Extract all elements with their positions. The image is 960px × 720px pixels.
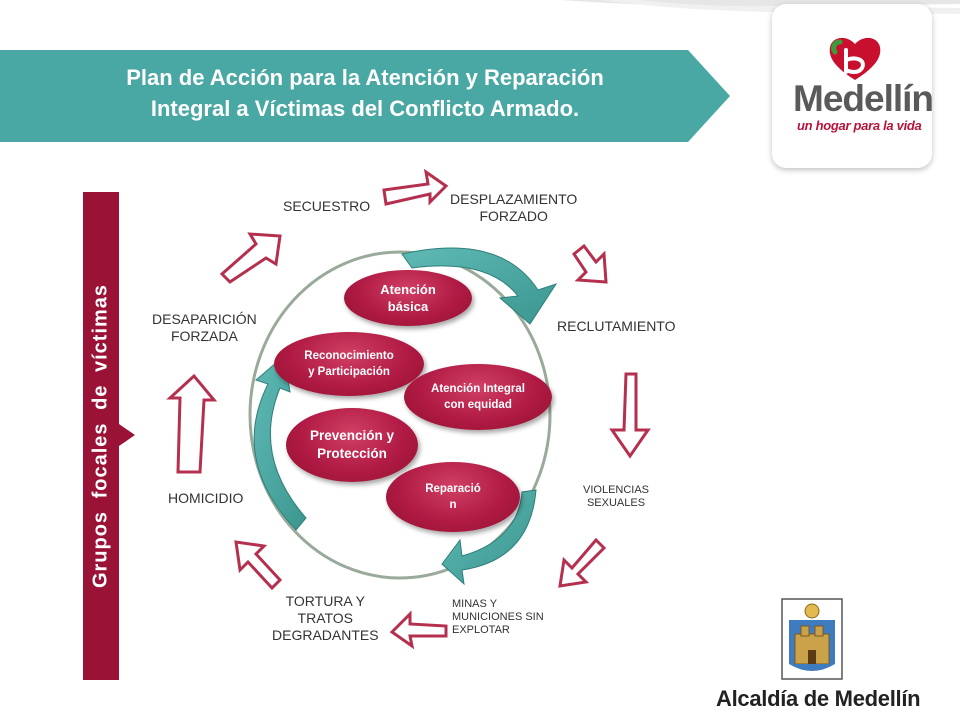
pill-text: Prevención y Protección (310, 427, 394, 463)
pill-atencion-integral: Atención Integral con equidad (404, 364, 552, 430)
pill-reconocimiento: Reconocimiento y Participación (274, 332, 424, 396)
node-line: FORZADA (170, 328, 238, 344)
pill-line: Reparació (425, 483, 481, 495)
node-line: TRATOS (297, 610, 354, 626)
pill-line: básica (387, 299, 429, 314)
node-line: VIOLENCIAS (583, 484, 650, 496)
alcaldia-label: Alcaldía de Medellín (716, 686, 921, 711)
page-title: Plan de Acción para la Atención y Repara… (20, 62, 710, 124)
node-secuestro: SECUESTRO (283, 198, 370, 215)
logo-wordmark: Medellín (793, 78, 934, 119)
cycle-arrow-5 (389, 610, 448, 650)
cycle-arrow-6 (234, 540, 283, 591)
pill-text: Reconocimiento y Participación (304, 348, 393, 380)
medellin-logo-card (772, 4, 932, 168)
pill-line: Atención (380, 282, 436, 297)
node-line: DESPLAZAMIENTO (450, 191, 578, 207)
pill-line: Protección (317, 446, 387, 461)
pill-line: n (449, 499, 457, 511)
node-line: MUNICIONES SIN (452, 611, 544, 623)
medellin-heart-logo-icon (829, 37, 881, 80)
title-line-2: Integral a Víctimas del Conflicto Armado… (150, 96, 580, 121)
teal-curved-arrow-bottom (441, 489, 537, 586)
logo-tagline: un hogar para la vida (797, 118, 922, 133)
pill-line: y Participación (308, 366, 390, 378)
node-line: SEXUALES (586, 497, 646, 509)
pill-prevencion: Prevención y Protección (286, 408, 418, 482)
teal-curved-arrow-top (401, 247, 558, 325)
pill-text: Atención básica (380, 281, 436, 315)
node-line: DESAPARICIÓN (152, 311, 257, 327)
title-banner (0, 50, 730, 142)
pill-reparacion: Reparació n (386, 462, 520, 532)
pill-text: Atención Integral con equidad (431, 381, 525, 413)
pill-line: Prevención y (309, 428, 395, 443)
medellin-coat-of-arms-icon (781, 598, 843, 680)
node-line: MINAS Y (452, 598, 498, 610)
cycle-arrow-2 (571, 243, 608, 284)
cycle-arrow-4 (558, 537, 607, 588)
pill-text: Reparació n (425, 481, 481, 513)
pill-line: Atención Integral (431, 383, 525, 395)
inner-ring (248, 250, 552, 580)
cycle-arrow-1 (382, 168, 449, 206)
pill-line: con equidad (444, 399, 512, 411)
cycle-arrow-3 (609, 372, 651, 459)
node-homicidio: HOMICIDIO (168, 490, 243, 507)
title-line-1: Plan de Acción para la Atención y Repara… (126, 65, 604, 90)
node-line: DEGRADANTES (272, 627, 379, 643)
node-line: TORTURA Y (285, 593, 365, 609)
node-line: SECUESTRO (283, 198, 371, 214)
cycle-arrow-8 (219, 232, 282, 284)
node-line: EXPLOTAR (452, 624, 510, 636)
node-line: HOMICIDIO (168, 490, 244, 506)
cycle-arrow-7 (166, 373, 218, 474)
focal-groups-band (83, 192, 119, 680)
node-line: RECLUTAMIENTO (557, 318, 676, 334)
node-line: FORZADO (479, 208, 548, 224)
band-arrow-icon (119, 424, 135, 446)
pill-line: Reconocimiento (304, 350, 394, 362)
node-reclutamiento: RECLUTAMIENTO (557, 318, 676, 335)
pill-atencion-basica: Atención básica (344, 270, 472, 326)
